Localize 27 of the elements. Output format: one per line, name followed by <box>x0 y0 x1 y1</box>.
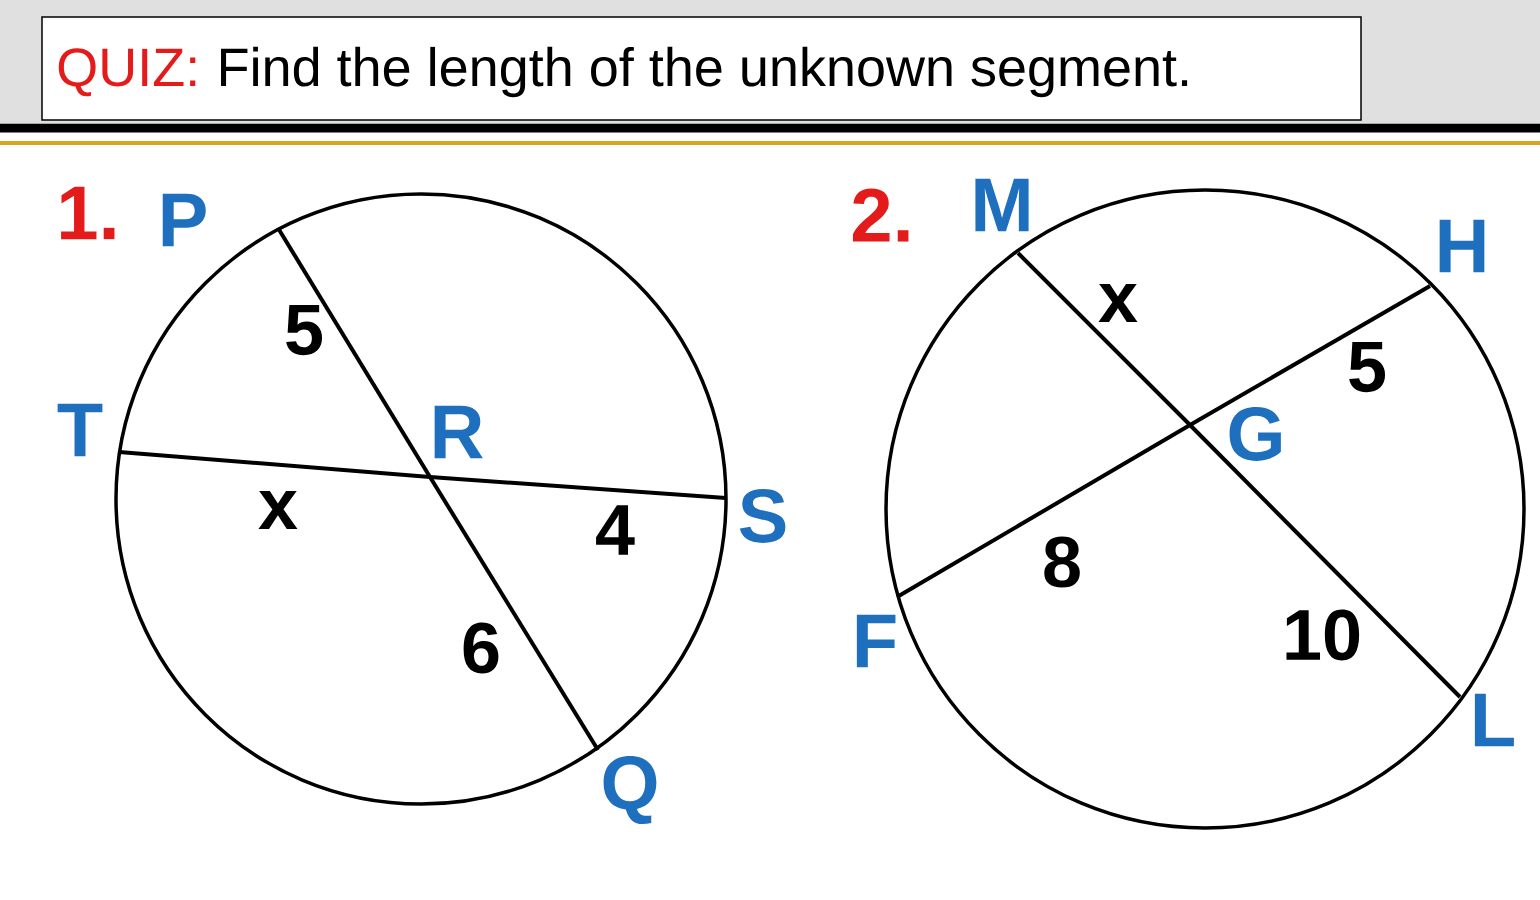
chord-segment <box>1189 284 1431 427</box>
point-label: R <box>434 405 483 459</box>
point-label: P <box>162 193 206 247</box>
segment-length: x <box>258 491 298 530</box>
point-label: M <box>975 178 1029 232</box>
segment-length: x <box>1098 284 1138 323</box>
point-label: L <box>1474 693 1514 747</box>
title-box <box>41 16 1362 121</box>
quiz-label: QUIZ: <box>58 48 196 97</box>
point-label: F <box>856 614 896 668</box>
point-label: T <box>57 403 103 457</box>
segment-length: 5 <box>1349 341 1386 393</box>
chord-segment <box>118 450 431 479</box>
chord-segment <box>1016 251 1192 427</box>
segment-length: 10 <box>1286 609 1360 661</box>
segment-length: 6 <box>463 622 499 674</box>
chord-segment <box>1188 423 1462 699</box>
point-label: H <box>1439 219 1485 273</box>
chord-segment <box>429 475 727 500</box>
segment-length: 8 <box>1044 536 1080 588</box>
segment-length: 4 <box>596 505 635 555</box>
point-label: Q <box>603 756 657 825</box>
point-label: G <box>1229 407 1281 461</box>
point-label: S <box>739 489 786 543</box>
segment-length: 5 <box>286 304 323 356</box>
chord-segment <box>896 423 1192 599</box>
title-text: Find the length of the unknown segment. <box>221 46 1188 98</box>
